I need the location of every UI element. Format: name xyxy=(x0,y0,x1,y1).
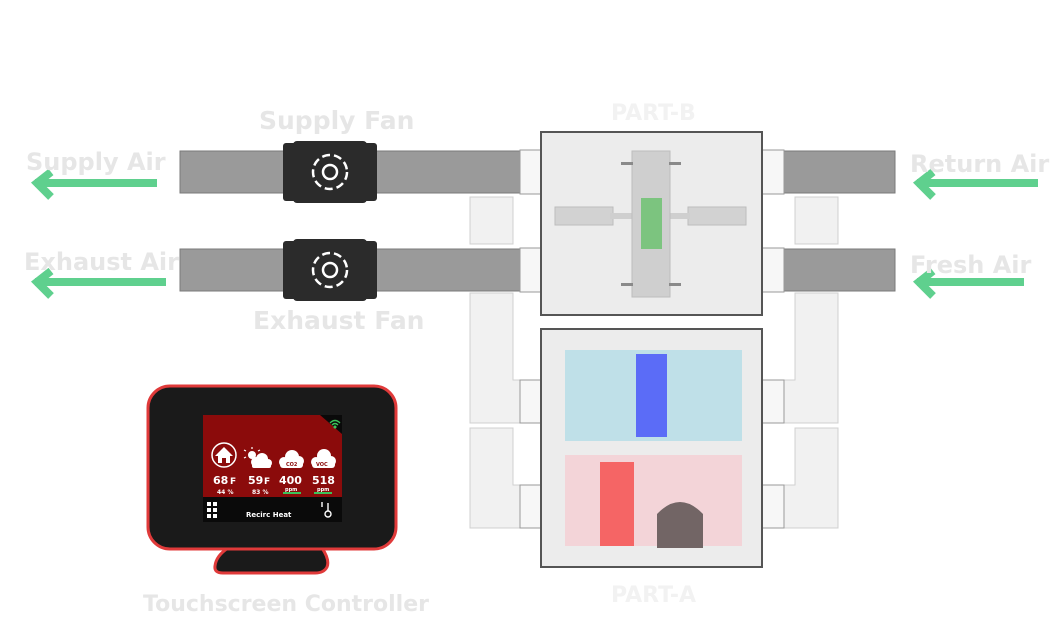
voc-label: VOC xyxy=(316,462,328,468)
heat-zone xyxy=(565,455,742,546)
controller-label: Touchscreen Controller xyxy=(143,592,429,617)
voc-cloud-icon: VOC xyxy=(311,449,336,468)
co2-label: CO2 xyxy=(286,462,298,468)
home-icon xyxy=(211,442,237,468)
sun-cloud-icon xyxy=(243,447,272,468)
supply-fan-label: Supply Fan xyxy=(259,106,414,135)
exhaust-duct-left xyxy=(179,248,291,292)
outdoor-temp-unit: F xyxy=(264,477,270,487)
fresh-air-arrow-icon xyxy=(912,267,1024,299)
part-b-housing[interactable] xyxy=(540,131,763,316)
outdoor-humidity: 83 % xyxy=(252,489,268,496)
exhaust-duct-mid xyxy=(369,248,526,292)
supply-fan[interactable] xyxy=(283,141,377,203)
return-air-arrow-icon xyxy=(912,168,1038,200)
indoor-temp: 68 xyxy=(213,474,228,487)
heating-coil xyxy=(600,462,634,546)
voc-unit: ppm xyxy=(317,487,329,493)
co2-cloud-icon: CO2 xyxy=(279,450,304,468)
supply-air-arrow-icon xyxy=(30,168,157,200)
filter-element xyxy=(657,502,703,548)
menu-grid-icon[interactable] xyxy=(207,502,217,518)
indoor-temp-unit: F xyxy=(230,477,236,487)
supply-air-label: Supply Air xyxy=(26,148,166,176)
voc-level-bar xyxy=(314,492,332,494)
duct-collars xyxy=(519,149,785,529)
outdoor-temp: 59 xyxy=(248,474,263,487)
screen-bottom-bar xyxy=(203,497,342,522)
controller-stand xyxy=(213,546,330,575)
touchscreen-controller[interactable]: CO2 VOC 68 F 44 % 59 F 83 % 400 ppm 518 … xyxy=(146,384,398,575)
co2-level-bar xyxy=(283,492,301,494)
supply-duct-mid xyxy=(369,150,526,194)
exhaust-fan[interactable] xyxy=(283,239,377,301)
fresh-duct xyxy=(779,248,896,292)
indoor-humidity: 44 % xyxy=(217,489,233,496)
fresh-air-label: Fresh Air xyxy=(910,251,1032,279)
thermometer-icon[interactable] xyxy=(321,502,332,518)
part-a-label: PART-A xyxy=(611,583,696,608)
exhaust-fan-label: Exhaust Fan xyxy=(253,306,424,335)
co2-unit: ppm xyxy=(285,487,297,493)
part-a-housing[interactable] xyxy=(540,328,763,568)
airflow-arrows xyxy=(30,168,1038,299)
return-duct xyxy=(779,150,896,194)
mode-status: Recirc Heat xyxy=(246,511,292,519)
wifi-icon xyxy=(329,419,341,429)
return-air-label: Return Air xyxy=(910,150,1049,178)
co2-value: 400 xyxy=(279,474,302,487)
exhaust-air-label: Exhaust Air xyxy=(24,248,179,276)
cooling-coil xyxy=(636,354,667,437)
exhaust-air-arrow-icon xyxy=(30,267,166,299)
part-b-label: PART-B xyxy=(611,101,696,126)
supply-duct-left xyxy=(179,150,291,194)
heat-exchanger-core xyxy=(641,198,662,249)
voc-value: 518 xyxy=(312,474,335,487)
ducts xyxy=(179,150,896,292)
